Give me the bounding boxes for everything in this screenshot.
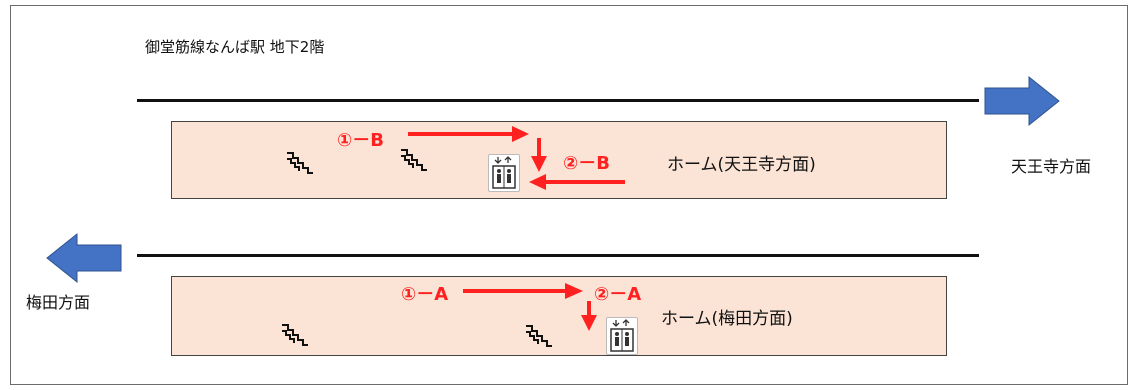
- tennoji-direction-label: 天王寺方面: [1011, 157, 1092, 176]
- route-arrow-1a-right: [463, 283, 583, 299]
- staircase-icon: [282, 324, 308, 346]
- platform-tennoji-label: ホーム(天王寺方面): [667, 155, 816, 175]
- tennoji-direction-arrow-icon: [984, 75, 1060, 127]
- route-arrow-1b-down: [531, 138, 547, 172]
- upper-track-line: [137, 99, 979, 102]
- route-arrow-1b-right: [408, 126, 529, 142]
- route-label-1a: ①－A: [401, 284, 449, 305]
- platform-umeda-label: ホーム(梅田方面): [661, 309, 793, 329]
- route-arrow-2a-down: [581, 301, 597, 331]
- route-arrow-2b-left: [529, 174, 625, 190]
- elevator-icon: [606, 317, 638, 355]
- elevator-icon: [488, 154, 520, 192]
- lower-track-line: [137, 254, 979, 257]
- staircase-icon: [526, 325, 552, 347]
- umeda-direction-label: 梅田方面: [26, 293, 91, 312]
- station-title: 御堂筋線なんば駅 地下2階: [145, 38, 325, 56]
- platform-tennoji: [171, 121, 947, 199]
- route-label-2a: ②－A: [594, 284, 642, 305]
- route-label-2b: ②－B: [563, 153, 610, 174]
- staircase-icon: [401, 149, 427, 171]
- route-label-1b: ①－B: [337, 130, 384, 151]
- staircase-icon: [287, 152, 313, 174]
- umeda-direction-arrow-icon: [46, 232, 122, 284]
